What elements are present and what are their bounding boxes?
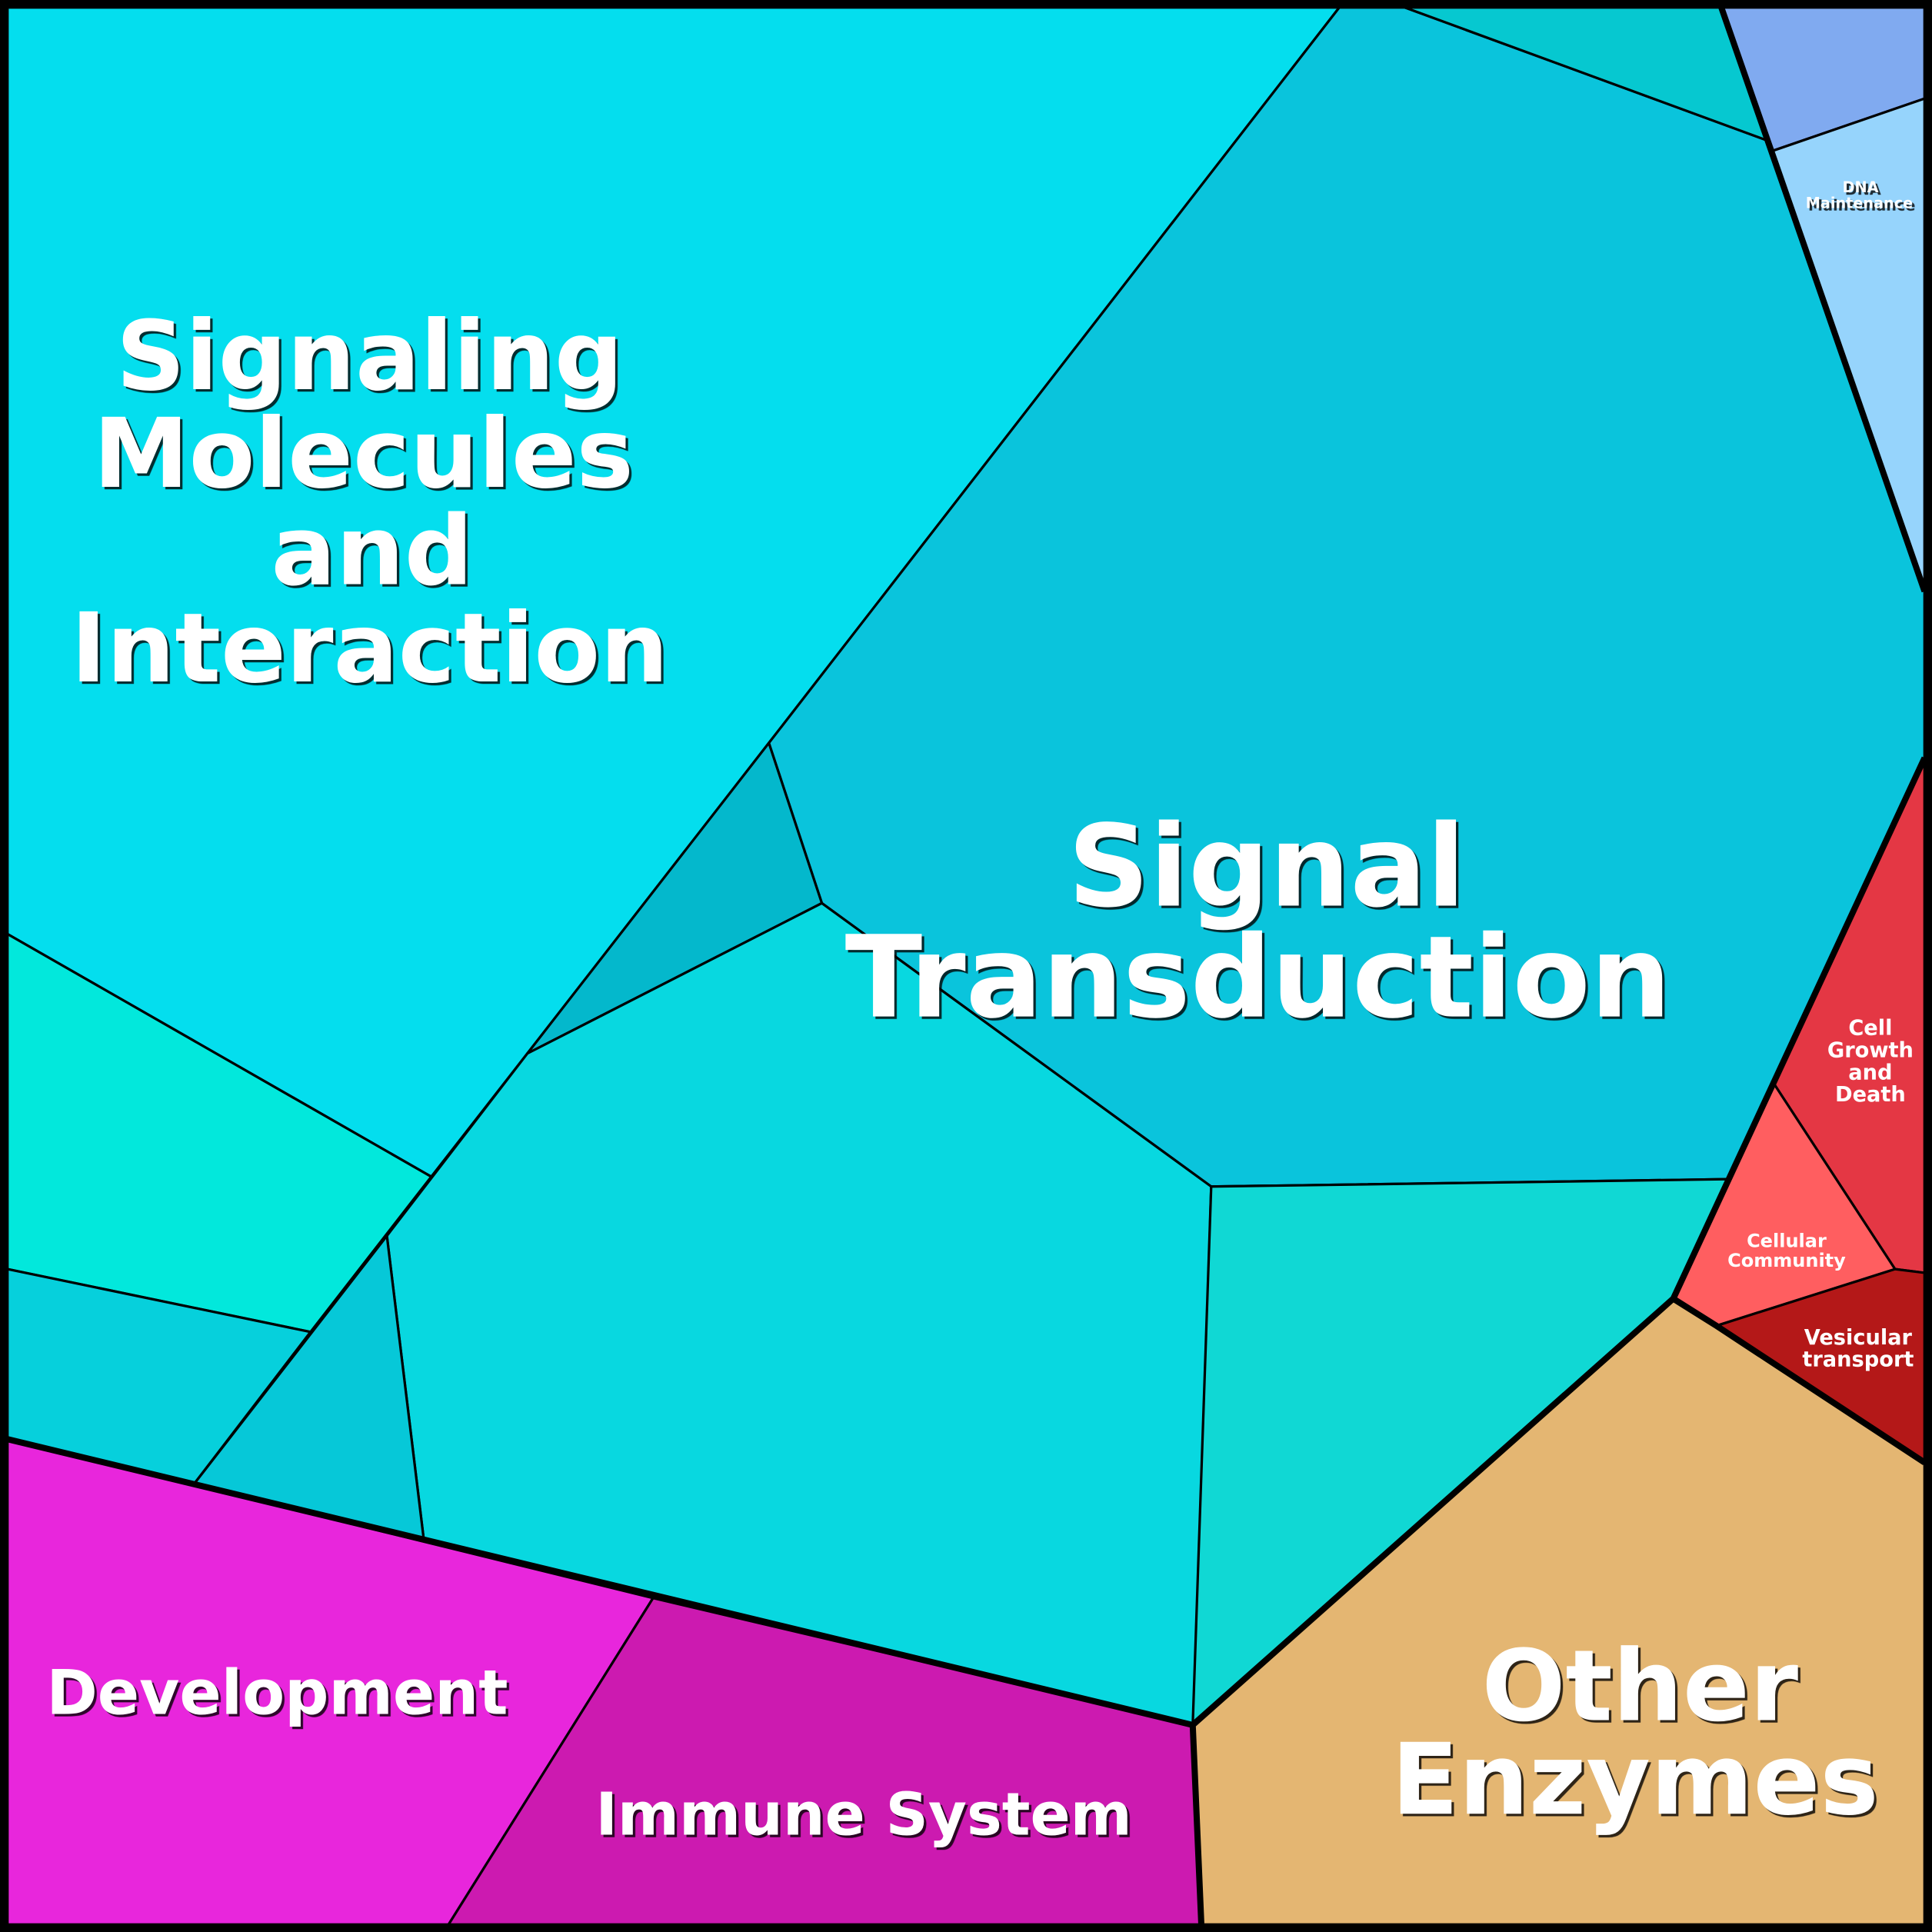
label-vesicular-transport: Vesicular transport bbox=[1802, 1326, 1914, 1372]
svg-text:Signal: Signal bbox=[1068, 801, 1465, 933]
label-development: Development bbox=[46, 1657, 508, 1728]
svg-text:Molecules: Molecules bbox=[93, 398, 634, 510]
svg-text:Vesicular: Vesicular bbox=[1804, 1326, 1913, 1350]
svg-text:transport: transport bbox=[1802, 1348, 1914, 1372]
svg-text:Growth: Growth bbox=[1827, 1039, 1914, 1063]
label-dna-maintenance: DNA Maintenance bbox=[1806, 178, 1913, 212]
svg-text:Interaction: Interaction bbox=[71, 593, 668, 705]
label-other-enzymes: Other Enzymes bbox=[1391, 1629, 1879, 1837]
cells bbox=[6, 6, 1926, 1926]
svg-text:Death: Death bbox=[1835, 1083, 1906, 1107]
label-cellular-community: Cellular Community bbox=[1727, 1230, 1846, 1271]
svg-text:and: and bbox=[271, 495, 473, 607]
svg-text:DNA: DNA bbox=[1843, 178, 1879, 196]
svg-text:Other: Other bbox=[1482, 1629, 1799, 1744]
label-signal-transduction: Signal Transduction bbox=[845, 801, 1671, 1044]
label-signaling-molecules: Signaling Molecules and Interaction bbox=[71, 301, 668, 705]
svg-text:Transduction: Transduction bbox=[845, 911, 1671, 1044]
svg-text:Signaling: Signaling bbox=[116, 301, 624, 412]
svg-text:Maintenance: Maintenance bbox=[1806, 195, 1913, 212]
svg-text:Enzymes: Enzymes bbox=[1391, 1723, 1879, 1837]
svg-text:Cell: Cell bbox=[1848, 1017, 1892, 1041]
labels: Signaling Molecules and Interaction Sign… bbox=[46, 178, 1914, 1850]
svg-text:Community: Community bbox=[1727, 1250, 1846, 1271]
svg-text:and: and bbox=[1848, 1061, 1892, 1084]
label-immune-system: Immune System bbox=[595, 1780, 1131, 1849]
svg-text:Cellular: Cellular bbox=[1747, 1230, 1827, 1251]
svg-text:Development: Development bbox=[46, 1657, 508, 1728]
label-cell-growth: Cell Growth and Death bbox=[1827, 1017, 1914, 1108]
svg-text:Immune System: Immune System bbox=[595, 1780, 1131, 1849]
